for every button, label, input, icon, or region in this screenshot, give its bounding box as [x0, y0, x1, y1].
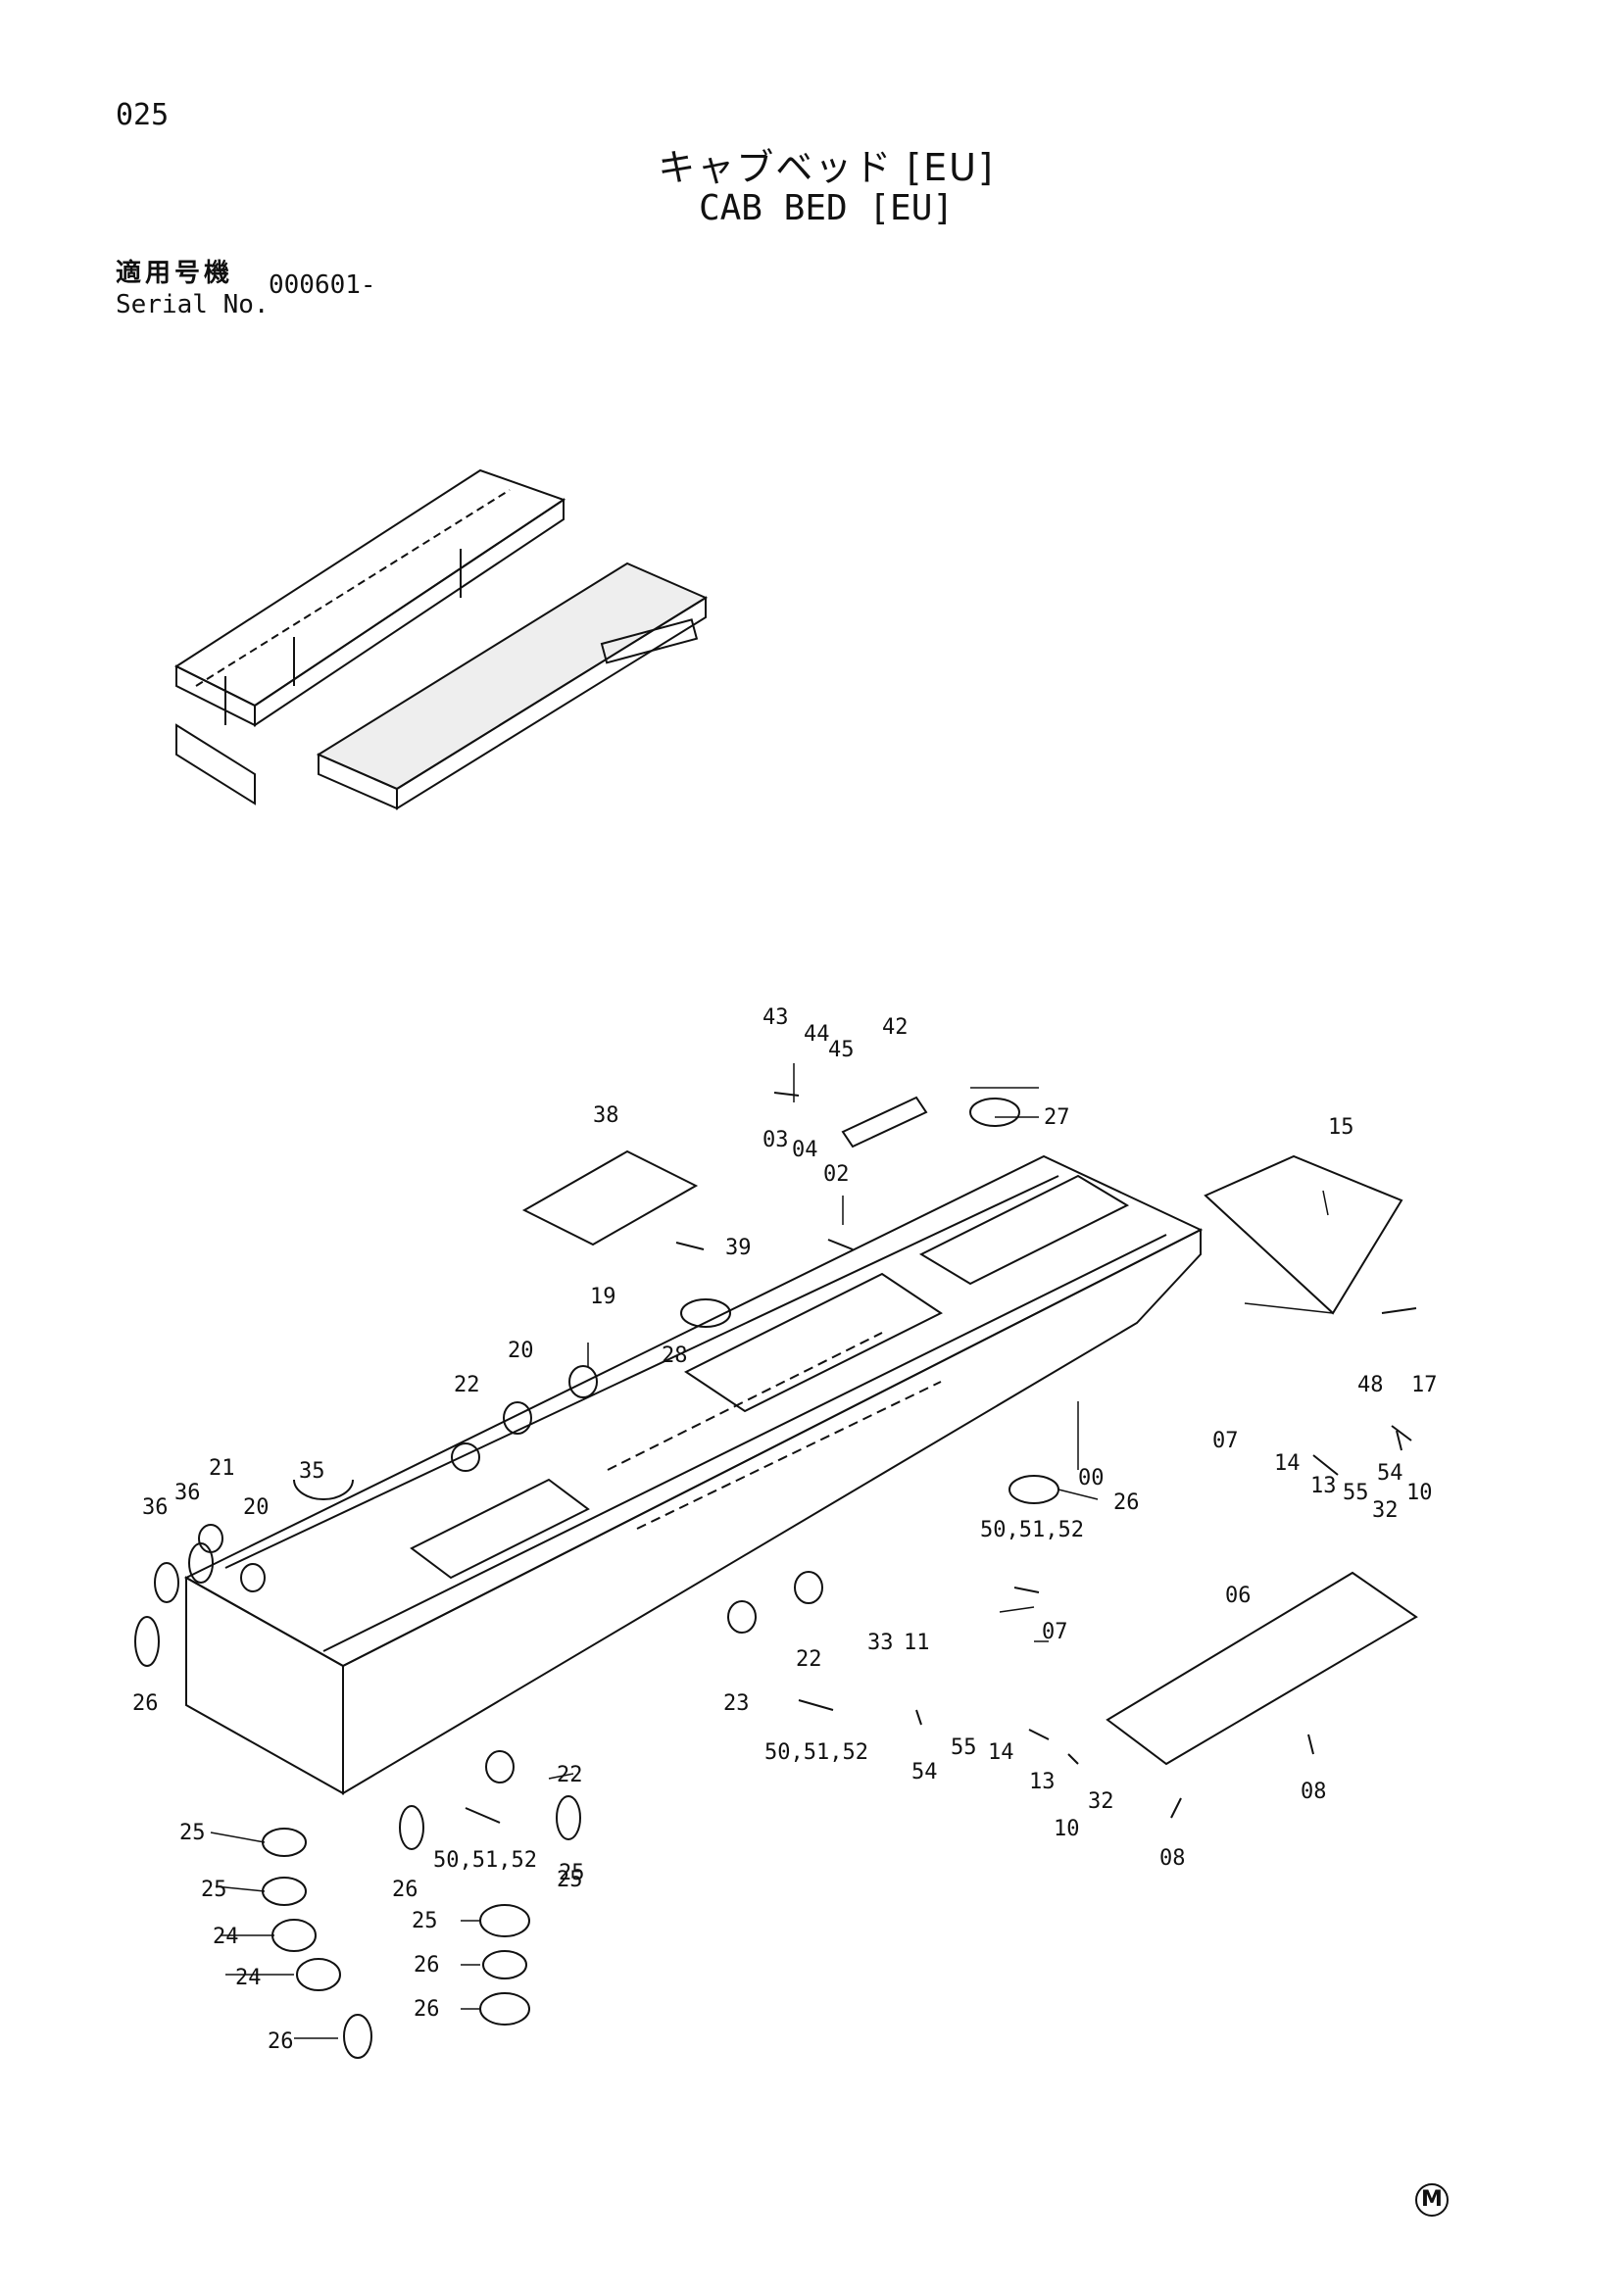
part-label: 36	[174, 1481, 201, 1505]
part-label: 13	[1310, 1474, 1337, 1498]
serial-label: Serial No.	[116, 290, 270, 319]
manufacturer-mark: M	[1415, 2183, 1449, 2217]
part-label: 26	[268, 2029, 294, 2054]
part-label: 15	[1328, 1115, 1354, 1140]
part-label: 39	[725, 1236, 752, 1260]
part-label: 19	[590, 1285, 616, 1309]
part-label: 54	[911, 1760, 938, 1784]
part-label: 26	[414, 1953, 440, 1978]
part-label: 10	[1054, 1817, 1080, 1841]
leader-lines	[210, 1063, 1334, 2039]
part-label: 13	[1029, 1770, 1056, 1794]
part-label: 45	[828, 1038, 855, 1062]
part-labels: 43 44 45 42 27 38 03 04 02 39 15 19 20 2…	[132, 1005, 1438, 2054]
part-label: 22	[557, 1763, 583, 1787]
part-label: 43	[762, 1005, 789, 1030]
part-label: 26	[392, 1878, 418, 1902]
part-label: 07	[1212, 1429, 1239, 1453]
part-label: 28	[662, 1343, 688, 1368]
part-label: 55	[951, 1735, 977, 1760]
part-label: 50,51,52	[433, 1848, 537, 1873]
part-label: 08	[1159, 1846, 1186, 1871]
part-label: 33	[867, 1631, 894, 1655]
part-label: 14	[988, 1740, 1014, 1765]
part-label: 03	[762, 1128, 789, 1152]
part-label: 50,51,52	[980, 1518, 1084, 1542]
part-label: 25	[557, 1868, 583, 1892]
part-label: 26	[414, 1997, 440, 2022]
page-title: CAB BED [EU]	[698, 188, 955, 228]
part-label: 25	[201, 1878, 227, 1902]
part-label: 35	[299, 1459, 325, 1484]
part-label: 32	[1372, 1498, 1399, 1523]
cab-bed-frame	[183, 1154, 1204, 1795]
part-label: 24	[213, 1925, 239, 1949]
overview-sketch	[173, 468, 709, 810]
part-label: 44	[804, 1022, 830, 1047]
part-label: 17	[1411, 1373, 1438, 1397]
part-label: 42	[882, 1015, 909, 1040]
part-label: 27	[1044, 1105, 1070, 1130]
serial-label-japanese: 適用号機	[116, 259, 234, 288]
part-label: 00	[1078, 1466, 1105, 1490]
part-label: 22	[454, 1373, 480, 1397]
bolts	[465, 1092, 1417, 1824]
part-label: 55	[1343, 1481, 1369, 1505]
part-label: 08	[1301, 1780, 1327, 1804]
plate	[841, 1096, 928, 1148]
part-label: 06	[1225, 1584, 1252, 1608]
part-label: 54	[1377, 1461, 1403, 1486]
part-label: 50,51,52	[764, 1740, 868, 1765]
part-label: 25	[559, 1861, 585, 1885]
part-label: 24	[235, 1966, 262, 1990]
part-label: 36	[142, 1495, 169, 1520]
part-label: 48	[1357, 1373, 1384, 1397]
serial-number-range: 000601-	[269, 270, 376, 300]
bracket	[521, 1149, 699, 1246]
part-label: 25	[179, 1821, 206, 1845]
part-label: 02	[823, 1162, 850, 1187]
part-label: 23	[723, 1691, 750, 1716]
part-label: 22	[796, 1647, 822, 1672]
part-label: 26	[1113, 1490, 1140, 1515]
part-label: 11	[904, 1631, 930, 1655]
part-label: 32	[1088, 1789, 1114, 1814]
part-label: 04	[792, 1138, 818, 1162]
part-label: 21	[209, 1456, 235, 1481]
part-label: 14	[1274, 1451, 1301, 1476]
part-label: 25	[412, 1909, 438, 1933]
cover-plate	[1204, 1154, 1403, 1315]
page-number: 025	[116, 98, 170, 132]
page-title-japanese: キャブベッド [EU]	[658, 146, 995, 189]
part-label: 07	[1042, 1620, 1068, 1644]
part-label: 26	[132, 1691, 159, 1716]
step-plate	[1106, 1571, 1418, 1766]
part-label: 20	[508, 1339, 534, 1363]
part-label: 38	[593, 1103, 619, 1128]
part-label: 20	[243, 1495, 270, 1520]
part-label: 10	[1406, 1481, 1433, 1505]
